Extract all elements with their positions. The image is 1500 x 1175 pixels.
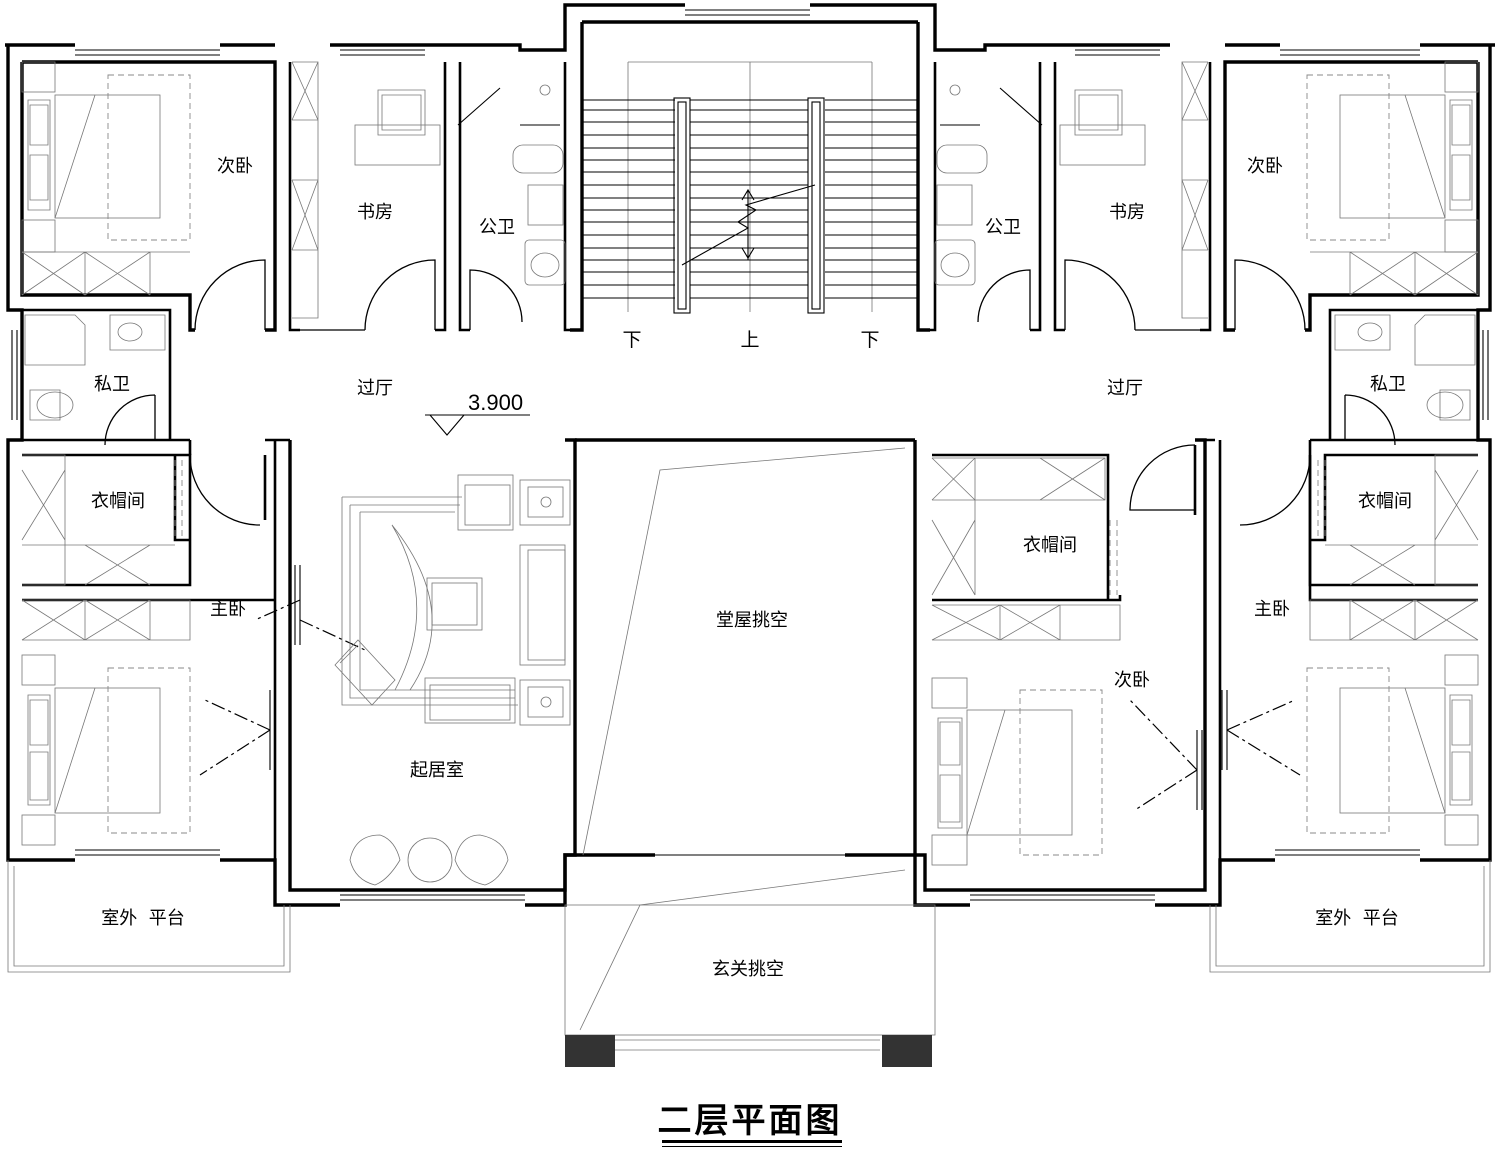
label-wc-public-w: 公卫 bbox=[479, 217, 515, 238]
label-hall-void: 堂屋挑空 bbox=[716, 610, 788, 631]
label-bedroom-se: 次卧 bbox=[1114, 670, 1150, 691]
columns bbox=[565, 1035, 932, 1067]
label-terrace-e: 室外 平台 bbox=[1315, 908, 1398, 929]
staircase bbox=[582, 61, 918, 314]
label-wc-public-e: 公卫 bbox=[985, 217, 1021, 238]
label-closet-w: 衣帽间 bbox=[91, 491, 145, 512]
label-bedroom-nw: 次卧 bbox=[217, 156, 253, 177]
windows bbox=[11, 9, 1489, 901]
label-closet-e: 衣帽间 bbox=[1358, 491, 1412, 512]
label-master-w: 主卧 bbox=[210, 599, 246, 620]
label-bath-private-e: 私卫 bbox=[1370, 374, 1406, 395]
title-underline bbox=[662, 1140, 842, 1143]
label-closet-center: 衣帽间 bbox=[1023, 535, 1077, 556]
label-bath-private-w: 私卫 bbox=[94, 374, 130, 395]
label-master-e: 主卧 bbox=[1254, 599, 1290, 620]
label-entry-void: 玄关挑空 bbox=[712, 959, 784, 980]
doors bbox=[104, 259, 1396, 811]
label-study-e: 书房 bbox=[1109, 202, 1145, 223]
elevation-label: 3.900 bbox=[468, 390, 523, 415]
label-living: 起居室 bbox=[410, 760, 464, 781]
plan-title: 二层平面图 bbox=[657, 1101, 843, 1141]
label-stair-down-right: 下 bbox=[860, 329, 879, 351]
label-hall-w: 过厅 bbox=[357, 378, 393, 399]
label-hall-e: 过厅 bbox=[1107, 378, 1143, 399]
label-stair-up: 上 bbox=[740, 329, 759, 351]
room-labels: 次卧 书房 公卫 下 上 下 公卫 书房 次卧 私卫 过厅 过厅 私卫 衣帽间 … bbox=[91, 156, 1412, 980]
label-bedroom-ne: 次卧 bbox=[1247, 156, 1283, 177]
label-stair-down-left: 下 bbox=[622, 329, 641, 351]
elevation-marker: 3.900 bbox=[425, 390, 530, 436]
label-study-w: 书房 bbox=[357, 202, 393, 223]
label-terrace-w: 室外 平台 bbox=[101, 908, 184, 929]
furniture bbox=[7, 61, 1491, 1051]
title-underline-thin bbox=[662, 1146, 842, 1147]
